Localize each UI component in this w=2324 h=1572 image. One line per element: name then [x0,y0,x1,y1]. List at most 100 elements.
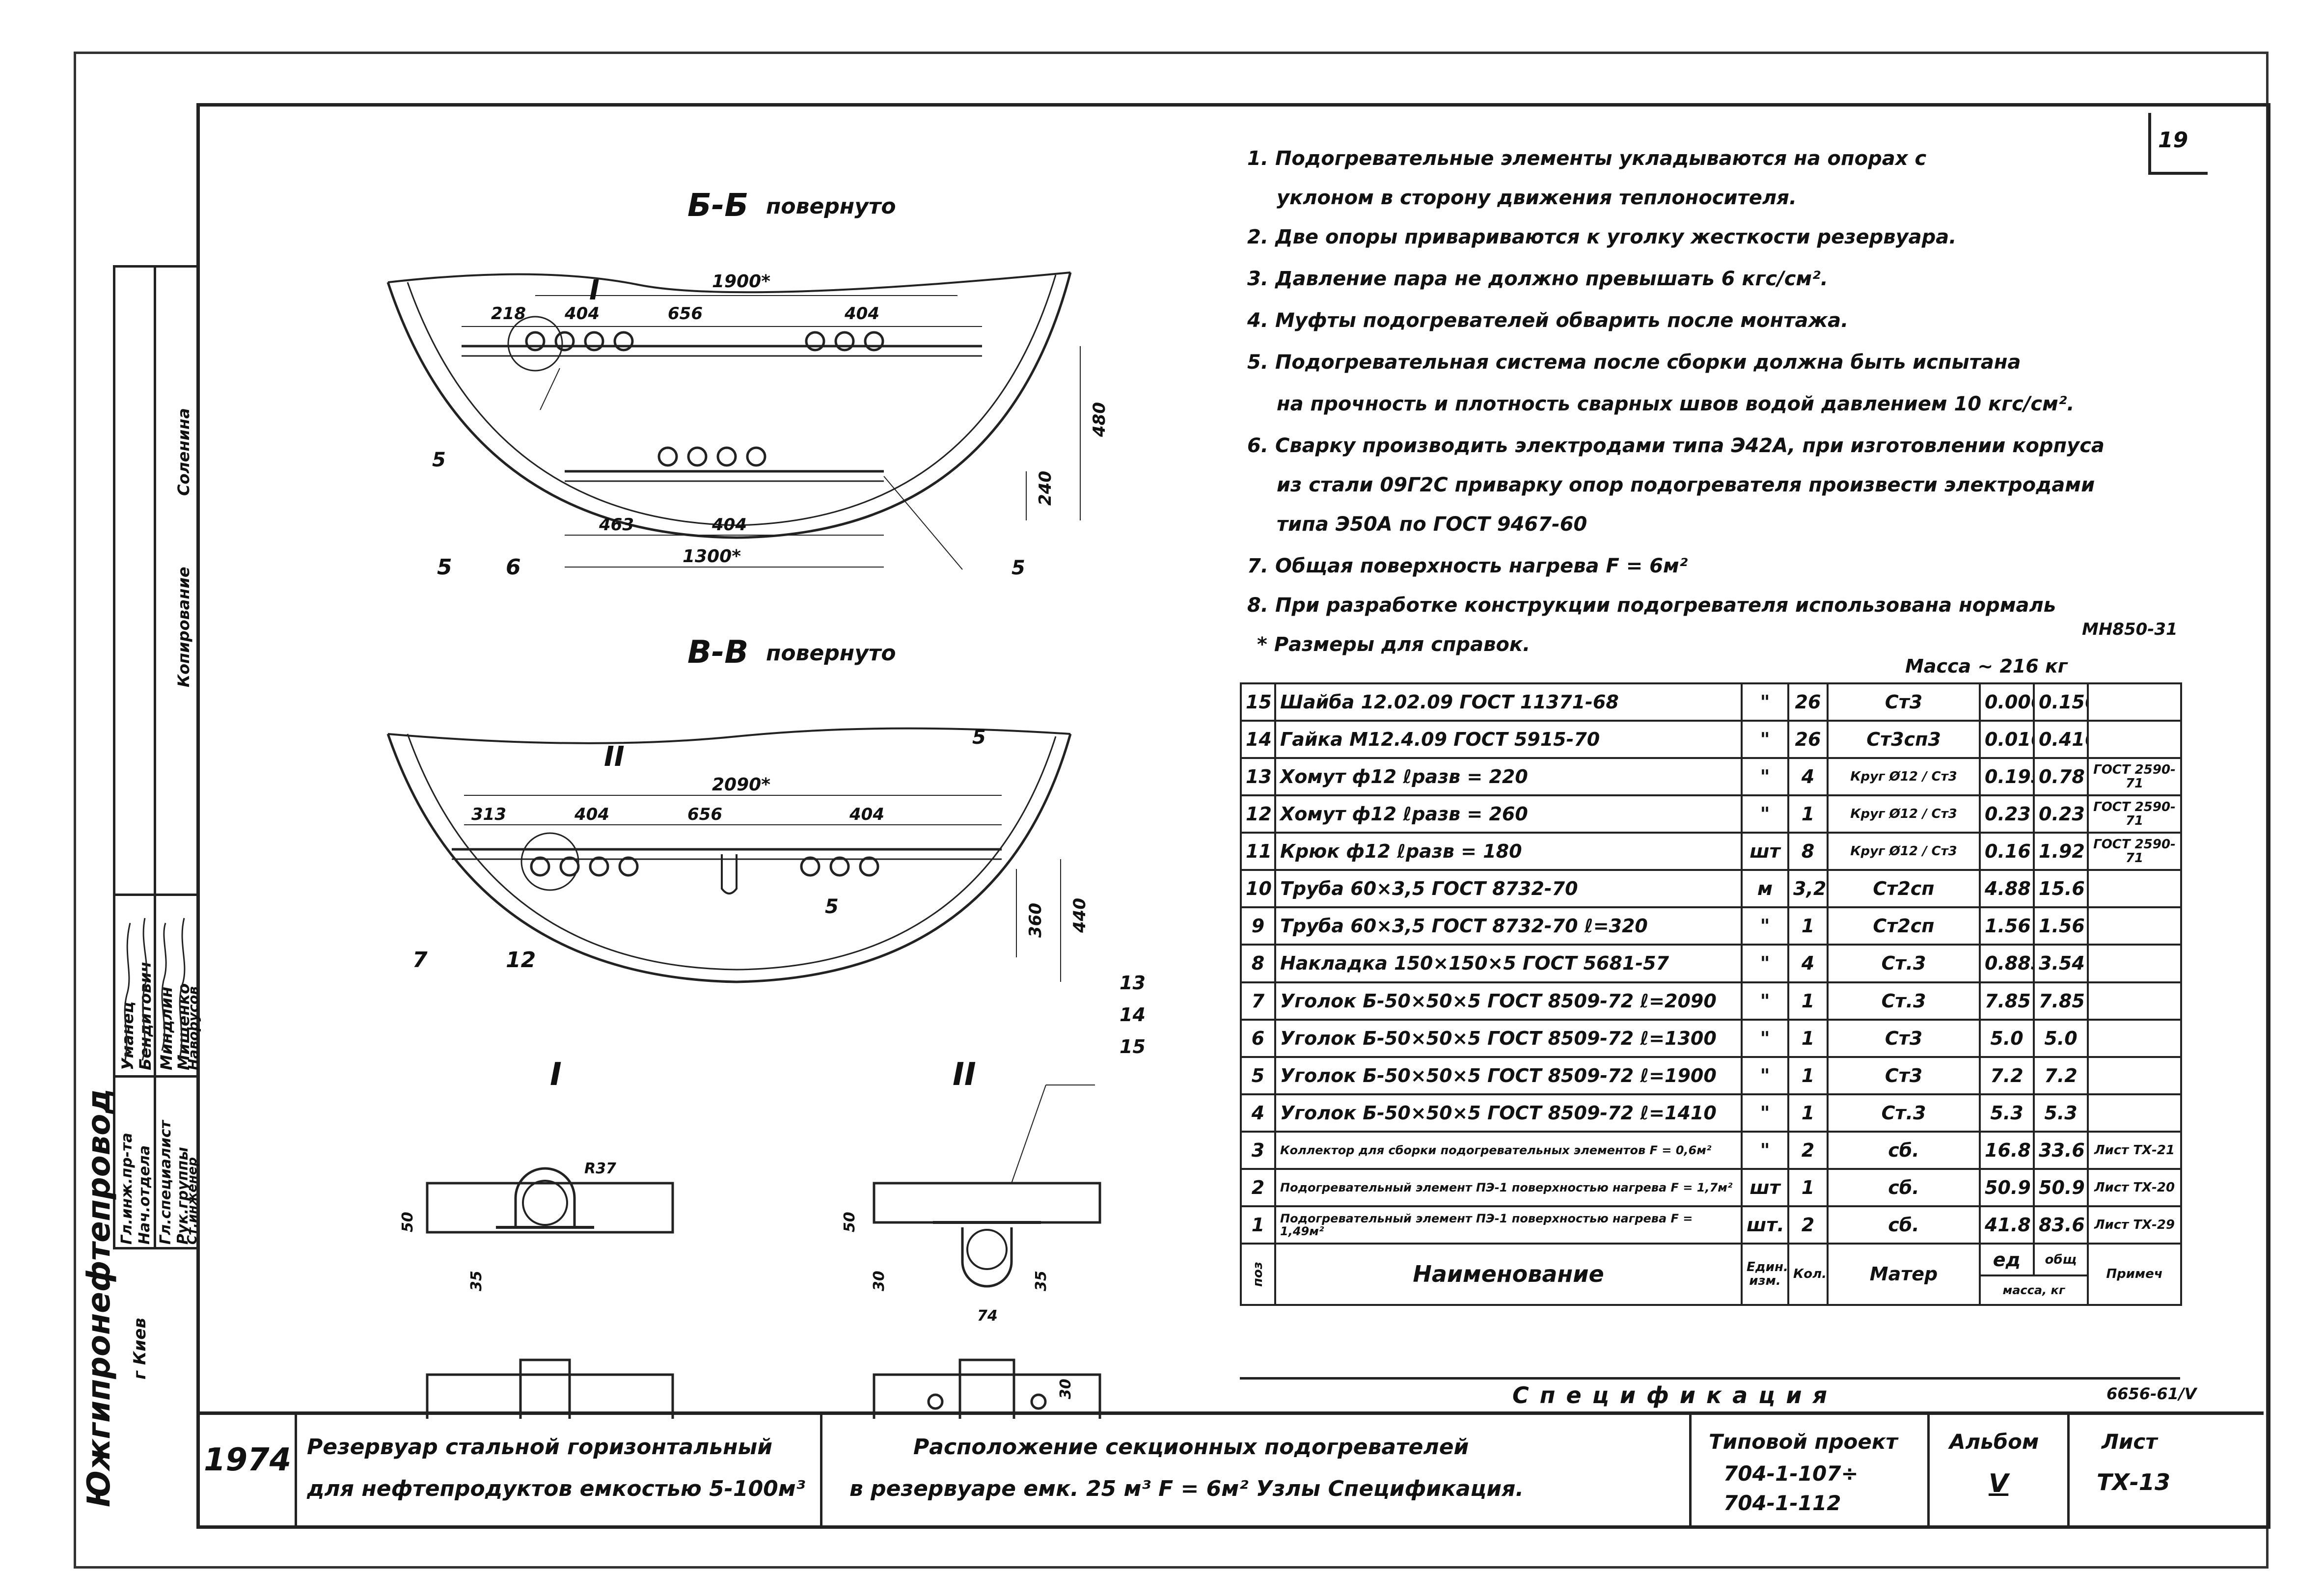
note-6c: типа Э50А по ГОСТ 9467-60 [1277,513,1587,536]
note-ref: * Размеры для справок. [1257,633,1531,656]
spec-cell-name: Крюк ф12 ℓразв = 180 [1274,832,1743,871]
dim-360: 360 [1026,903,1045,938]
note-2: 2. Две опоры привариваются к уголку жест… [1247,226,1957,248]
drawing-area: Б-Б повернуто В-В повернуто I II I II 19… [386,188,1146,1419]
spec-cell-name: Уголок Б-50×50×5 ГОСТ 8509-72 ℓ=1300 [1274,1018,1743,1058]
dim-480: 480 [1090,402,1109,437]
spec-cell-mat: Ст2сп [1827,869,1981,909]
section-bb-title: Б-Б [687,188,748,224]
spec-cell-qty: 1 [1787,1056,1829,1095]
spec-cell-qty: 3,2 [1787,869,1829,909]
spec-cell-pos: 2 [1240,1167,1276,1207]
spec-cell-name: Гайка М12.4.09 ГОСТ 5915-70 [1274,720,1743,759]
spec-cell-unit: " [1741,1130,1789,1170]
tb-object-2: для нефтепродуктов емкостью 5-100м³ [307,1476,806,1501]
detail-dim-35b: 35 [1033,1271,1050,1291]
spec-cell-w1: 7.85 [1979,981,2035,1021]
spec-code: 6656-61/V [2106,1384,2197,1403]
detail-1-bb: I [589,274,600,306]
tb-sheet-value: ТХ-13 [2097,1469,2170,1495]
spec-header-weight_top_b: общ [2033,1242,2089,1277]
callout-12: 12 [506,948,536,973]
spec-cell-note: ГОСТ 2590-71 [2087,832,2182,871]
spec-cell-w1: 7.2 [1979,1056,2035,1095]
spec-cell-unit: " [1741,906,1789,946]
note-7: 7. Общая поверхность нагрева F = 6м² [1247,555,1688,577]
spec-cell-mat: Круг Ø12 / Ст3 [1827,757,1981,797]
spec-cell-qty: 26 [1787,720,1829,759]
spec-cell-pos: 10 [1240,869,1276,909]
dim-404e: 404 [849,805,884,824]
spec-cell-mat: сб. [1827,1130,1981,1170]
spec-cell-w2: 3.54 [2033,944,2089,983]
spec-cell-note [2087,1093,2182,1133]
callout-5: 5 [437,555,452,580]
spec-cell-mat: Круг Ø12 / Ст3 [1827,794,1981,834]
detail-dim-30a: 30 [871,1271,888,1291]
spec-cell-pos: 15 [1240,682,1276,722]
spec-cell-name: Уголок Б-50×50×5 ГОСТ 8509-72 ℓ=2090 [1274,981,1743,1021]
spec-cell-qty: 1 [1787,1018,1829,1058]
spec-cell-mat: Ст.3 [1827,1093,1981,1133]
spec-cell-w2: 15.6 [2033,869,2089,909]
spec-cell-unit: шт [1741,1167,1789,1207]
tb-project-1: 704-1-107÷ [1723,1462,1859,1486]
organization: Южгипронефтепровод [81,1088,117,1507]
detail-dim-50a: 50 [399,1212,416,1232]
dim-218: 218 [491,304,526,324]
spec-header-row: масса, кг [1241,1274,2181,1306]
spec-cell-mat: Ст3 [1827,682,1981,722]
spec-cell-mat: Круг Ø12 / Ст3 [1827,832,1981,871]
spec-cell-mat: Ст3 [1827,1018,1981,1058]
spec-cell-w1: 41.8 [1979,1205,2035,1245]
tb-sep-3 [1689,1415,1692,1525]
spec-cell-qty: 4 [1787,757,1829,797]
spec-cell-pos: 4 [1240,1093,1276,1133]
section-vv [386,727,1072,983]
spec-cell-qty: 1 [1787,1167,1829,1207]
tb-sep-5 [2067,1415,2070,1525]
tb-sheet-label: Лист [2102,1430,2158,1454]
spec-cell-note: ГОСТ 2590-71 [2087,794,2182,834]
dim-404b: 404 [844,304,879,324]
spec-cell-qty: 2 [1787,1130,1829,1170]
spec-cell-pos: 11 [1240,832,1276,871]
tb-sep-1 [295,1415,297,1525]
spec-header-pos: поз [1241,1243,1275,1305]
note-4: 4. Муфты подогревателей обварить после м… [1247,309,1849,332]
spec-cell-w1: 50.9 [1979,1167,2035,1207]
spec-cell-mat: Ст3 [1827,1056,1981,1095]
spec-cell-note [2087,869,2182,909]
detail-dim-50b: 50 [841,1212,858,1232]
spec-cell-note [2087,906,2182,946]
note-3: 3. Давление пара не должно превышать 6 к… [1247,268,1828,290]
side-stamp-row-line [113,1075,196,1078]
spec-cell-unit: " [1741,944,1789,983]
section-vv-sub: повернуто [766,641,896,666]
dim-440: 440 [1070,898,1090,933]
spec-cell-w2: 5.3 [2033,1093,2089,1133]
spec-cell-w1: 5.0 [1979,1018,2035,1058]
spec-cell-unit: " [1741,794,1789,834]
callout-14: 14 [1120,1004,1146,1026]
spec-cell-note: ГОСТ 2590-71 [2087,757,2182,797]
section-bb [386,271,1081,570]
sheet-number: 19 [2158,128,2188,153]
detail-2-vv: II [604,741,625,773]
spec-cell-pos: 1 [1240,1205,1276,1245]
spec-cell-name: Шайба 12.02.09 ГОСТ 11371-68 [1274,682,1743,722]
dim-240: 240 [1036,471,1055,506]
detail-1-label: I [550,1057,562,1093]
spec-cell-pos: 13 [1240,757,1276,797]
spec-cell-mat: сб. [1827,1167,1981,1207]
mass-total: Масса ~ 216 кг [1905,655,2068,677]
